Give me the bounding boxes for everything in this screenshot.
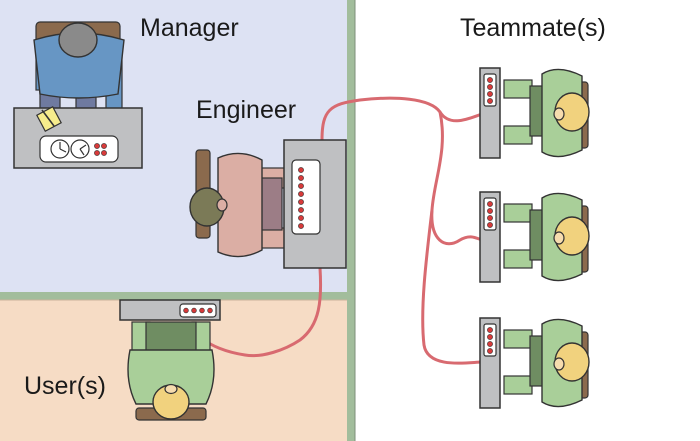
- engineer-label: Engineer: [196, 96, 296, 124]
- engineer-desk: [283, 139, 347, 269]
- manager-label: Manager: [140, 14, 239, 42]
- indicator-lights: [298, 167, 304, 229]
- indicator-lights: [183, 307, 213, 314]
- manager-figure: [33, 21, 125, 119]
- teammate-figure: [479, 317, 590, 409]
- indicator-light: [101, 150, 107, 156]
- control-panel-icon: [179, 303, 217, 318]
- teammate-figure: [479, 191, 590, 283]
- user-desk: [119, 299, 221, 321]
- teammate-figure: [479, 67, 590, 159]
- indicator-light: [101, 143, 107, 149]
- gauge-icon: [50, 139, 70, 159]
- indicator-light: [94, 150, 100, 156]
- communication-wires: [203, 96, 484, 365]
- user-figure: [127, 321, 215, 421]
- pen-icon: [41, 109, 55, 127]
- teammates-label: Teammate(s): [460, 14, 606, 42]
- engineer-figure: [189, 149, 289, 258]
- users-label: User(s): [24, 372, 106, 400]
- manager-desk: [13, 106, 143, 169]
- control-panel-icon: [291, 159, 321, 235]
- indicator-light: [94, 143, 100, 149]
- gauge-icon: [70, 139, 90, 159]
